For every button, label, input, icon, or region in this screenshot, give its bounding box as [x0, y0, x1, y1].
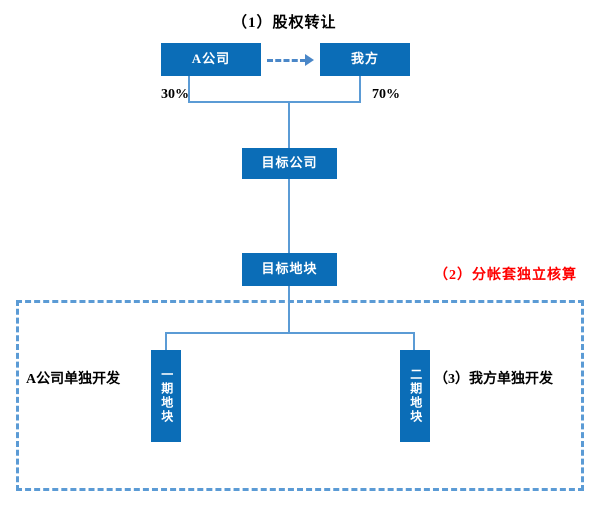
node-our-side-label: 我方: [350, 51, 379, 67]
node-phase1-land-label: 一期地块: [159, 368, 174, 424]
node-phase2-land-label: 二期地块: [408, 368, 423, 424]
node-phase2-land[interactable]: 二期地块: [400, 350, 430, 442]
step-2-note: （2）分帐套独立核算: [434, 268, 577, 283]
connector-to-target-company: [288, 101, 290, 149]
node-target-company-label: 目标公司: [261, 155, 318, 171]
node-company-a-label: A公司: [191, 51, 231, 67]
ownership-percent-left: 30%: [161, 87, 189, 102]
connector-company-to-land: [288, 179, 290, 253]
connector-company-a-down: [188, 76, 190, 103]
connector-top-horizontal: [188, 101, 361, 103]
connector-our-side-down: [359, 76, 361, 103]
transfer-arrow-head-icon: [305, 54, 314, 66]
transfer-arrow-shaft: [267, 59, 306, 62]
node-target-land-label: 目标地块: [261, 261, 318, 277]
connector-bottom-horizontal: [165, 332, 415, 334]
node-company-a[interactable]: A公司: [161, 43, 261, 76]
ownership-percent-right: 70%: [372, 87, 400, 102]
node-phase1-land[interactable]: 一期地块: [151, 350, 181, 442]
connector-land-down: [288, 286, 290, 334]
node-target-land[interactable]: 目标地块: [242, 253, 337, 286]
step-3-note: （3）我方单独开发: [434, 372, 553, 387]
connector-to-phase1: [165, 332, 167, 352]
separate-accounting-region: [16, 300, 584, 491]
node-target-company[interactable]: 目标公司: [242, 148, 337, 179]
connector-to-phase2: [413, 332, 415, 352]
node-our-side[interactable]: 我方: [320, 43, 410, 76]
left-development-note: A公司单独开发: [26, 372, 121, 387]
step-1-title: （1）股权转让: [232, 15, 337, 31]
